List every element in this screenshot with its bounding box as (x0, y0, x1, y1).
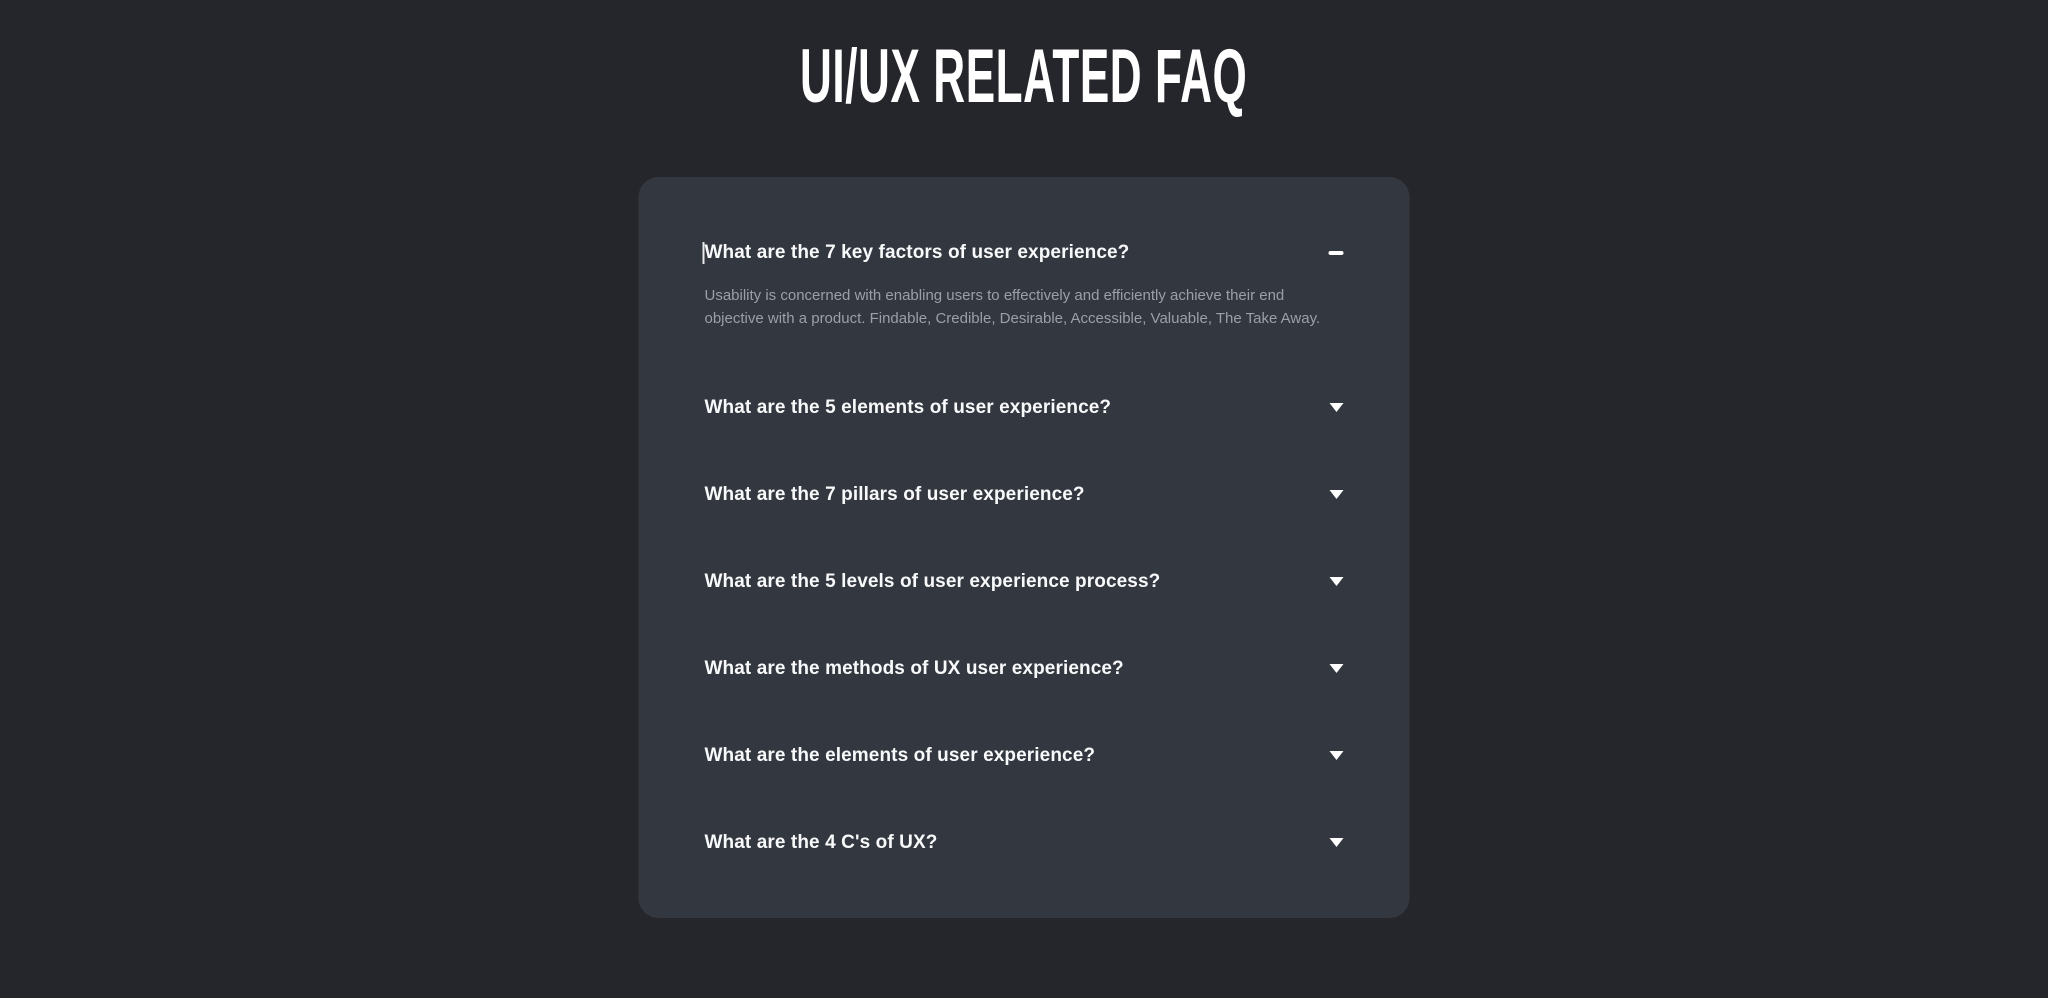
faq-card: What are the 7 key factors of user exper… (638, 177, 1410, 918)
faq-answer: Usability is concerned with enabling use… (704, 287, 1321, 327)
faq-question-row[interactable]: What are the 5 levels of user experience… (705, 538, 1344, 625)
page-title-text: UI/UX RELATED FAQ (800, 34, 1248, 119)
chevron-down-icon[interactable] (1329, 664, 1344, 673)
faq-question-row[interactable]: What are the 7 pillars of user experienc… (705, 451, 1344, 538)
faq-item: What are the elements of user experience… (705, 712, 1344, 799)
page-title: UI/UX RELATED FAQ (0, 36, 2048, 118)
faq-question-label: What are the 7 pillars of user experienc… (704, 483, 1085, 505)
chevron-down-icon[interactable] (1329, 751, 1344, 760)
faq-toggle[interactable] (1329, 403, 1344, 412)
faq-question-label: What are the 5 elements of user experien… (704, 396, 1112, 418)
faq-item: What are the 7 pillars of user experienc… (705, 451, 1344, 538)
faq-item: What are the 7 key factors of user exper… (702, 227, 1344, 330)
faq-question-row[interactable]: What are the methods of UX user experien… (705, 625, 1344, 712)
faq-question-label: What are the 7 key factors of user exper… (704, 242, 1130, 263)
faq-question-label: What are the methods of UX user experien… (704, 657, 1124, 679)
faq-toggle[interactable] (1329, 490, 1344, 499)
faq-question-row[interactable]: What are the 4 C's of UX? (705, 799, 1344, 886)
faq-toggle[interactable] (1329, 664, 1344, 673)
text-cursor (702, 242, 704, 264)
faq-question-row[interactable]: What are the 5 elements of user experien… (705, 364, 1344, 451)
faq-question-row[interactable]: What are the 7 key factors of user exper… (702, 227, 1344, 279)
faq-item: What are the methods of UX user experien… (705, 625, 1344, 712)
faq-toggle[interactable] (1329, 577, 1344, 586)
faq-toggle[interactable] (1328, 251, 1344, 255)
faq-question-label: What are the 4 C's of UX? (704, 831, 938, 853)
faq-item: What are the 5 elements of user experien… (705, 364, 1344, 451)
faq-question-label: What are the 5 levels of user experience… (704, 570, 1161, 592)
faq-item: What are the 4 C's of UX? (705, 799, 1344, 886)
faq-toggle[interactable] (1329, 751, 1344, 760)
faq-question-row[interactable]: What are the elements of user experience… (705, 712, 1344, 799)
chevron-down-icon[interactable] (1329, 577, 1344, 586)
faq-toggle[interactable] (1329, 838, 1344, 847)
chevron-down-icon[interactable] (1329, 490, 1344, 499)
chevron-down-icon[interactable] (1329, 838, 1344, 847)
faq-item: What are the 5 levels of user experience… (705, 538, 1344, 625)
chevron-down-icon[interactable] (1329, 403, 1344, 412)
faq-question-label: What are the elements of user experience… (704, 744, 1096, 766)
minus-icon[interactable] (1328, 251, 1344, 255)
